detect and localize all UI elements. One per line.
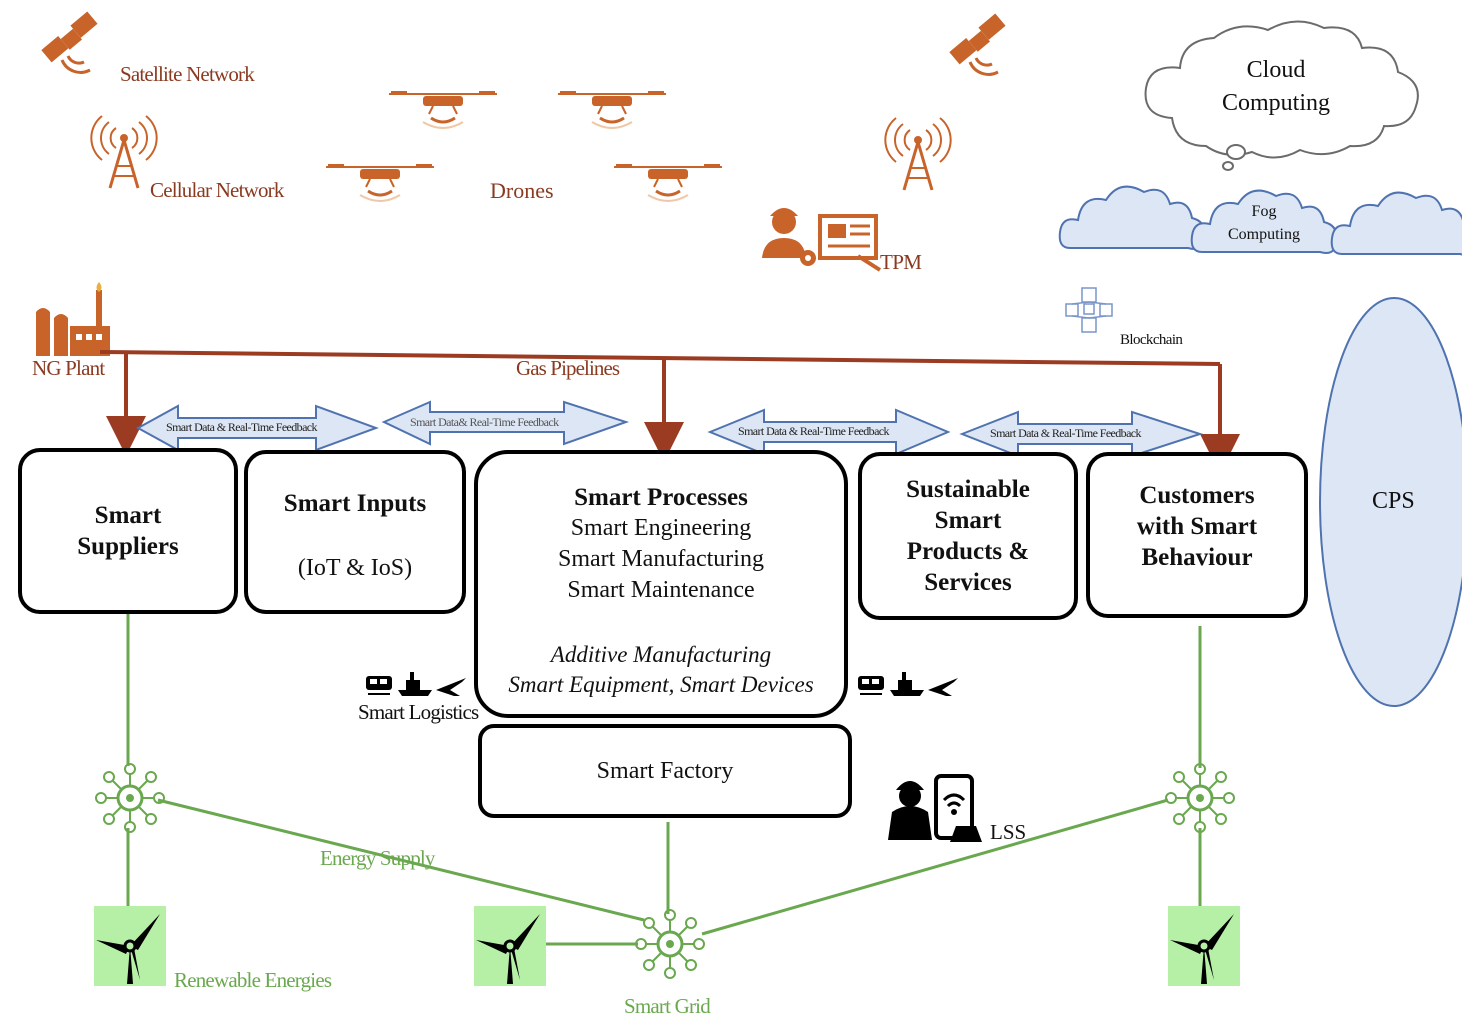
customers-line-1: Customers — [1139, 482, 1255, 509]
processes-extra-1: Additive Manufacturing — [550, 642, 772, 667]
smart-grid-label: Smart Grid — [624, 994, 711, 1018]
flow-label-4: Smart Data & Real-Time Feedback — [990, 426, 1142, 440]
suppliers-line-1: Smart — [94, 502, 162, 529]
sustainable-products-box: Sustainable Smart Products & Services — [858, 452, 1078, 620]
processes-item-3: Smart Maintenance — [567, 577, 755, 603]
customers-line-3: Behaviour — [1141, 544, 1253, 571]
tpm-label: TPM — [880, 250, 922, 274]
ng-plant-label: NG Plant — [32, 356, 105, 380]
cloud-computing-label: Cloud Computing — [1221, 57, 1330, 116]
processes-item-2: Smart Manufacturing — [558, 546, 764, 572]
blockchain-label: Blockchain — [1120, 332, 1183, 348]
smart-factory-box: Smart Factory — [478, 724, 852, 818]
inputs-title: Smart Inputs — [283, 490, 427, 517]
smart-processes-box: Smart Processes Smart Engineering Smart … — [474, 450, 848, 718]
customers-line-2: with Smart — [1136, 513, 1258, 540]
sustainable-line-4: Services — [924, 569, 1012, 596]
inputs-subtitle: (IoT & IoS) — [297, 555, 413, 581]
sustainable-line-3: Products & — [906, 538, 1030, 565]
energy-lines — [126, 614, 1202, 946]
smart-inputs-box: Smart Inputs (IoT & IoS) — [244, 450, 466, 614]
cloud-icon — [1144, 20, 1419, 171]
cps-label: CPS — [1372, 488, 1415, 514]
ng-plant-icon — [36, 282, 110, 356]
flow-arrow-3 — [707, 408, 951, 456]
factory-label: Smart Factory — [596, 757, 734, 784]
satellite-network-label: Satellite Network — [120, 62, 255, 86]
lss-label: LSS — [990, 820, 1027, 844]
flow-label-2: Smart Data& Real-Time Feedback — [410, 415, 559, 429]
gas-pipeline — [99, 350, 1240, 474]
energy-supply-label: Energy Supply — [320, 846, 435, 870]
suppliers-line-2: Suppliers — [77, 533, 179, 560]
flow-label-1: Smart Data & Real-Time Feedback — [166, 420, 318, 434]
flow-arrow-1 — [135, 404, 379, 452]
blockchain-icon — [1065, 287, 1113, 333]
renewable-energies-label: Renewable Energies — [174, 968, 332, 992]
processes-extra-2: Smart Equipment, Smart Devices — [508, 672, 814, 697]
cellular-network-label: Cellular Network — [150, 178, 284, 202]
tpm-icon — [762, 208, 882, 272]
processes-title: Smart Processes — [574, 484, 748, 511]
fog-computing-label: Fog Computing — [1227, 203, 1300, 243]
drones-label: Drones — [490, 178, 554, 203]
lss-icon — [888, 774, 982, 842]
flow-arrow-2 — [381, 400, 630, 446]
customers-box: Customers with Smart Behaviour — [1086, 452, 1308, 618]
sustainable-line-1: Sustainable — [906, 476, 1030, 503]
sustainable-line-2: Smart — [934, 507, 1002, 534]
gas-pipelines-label: Gas Pipelines — [516, 356, 620, 380]
processes-item-1: Smart Engineering — [570, 515, 752, 541]
cps-ellipse — [1319, 297, 1462, 707]
flow-label-3: Smart Data & Real-Time Feedback — [738, 424, 890, 438]
smart-suppliers-box: Smart Suppliers — [18, 448, 238, 614]
smart-logistics-label: Smart Logistics — [358, 700, 479, 724]
flow-arrow-4 — [959, 410, 1204, 458]
